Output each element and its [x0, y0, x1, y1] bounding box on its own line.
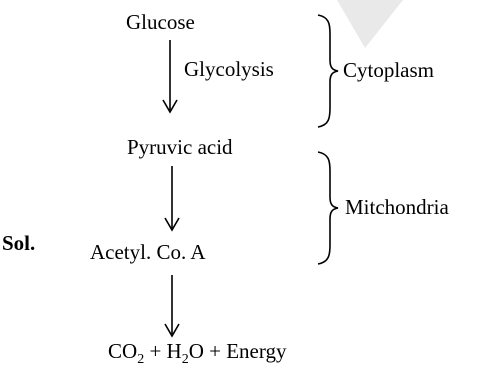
- watermark-triangle: [337, 0, 403, 48]
- brace-mitochondria: [317, 151, 339, 265]
- pyruvic-acid-label: Pyruvic acid: [127, 135, 233, 159]
- arrow-glucose-to-pyruvic: [162, 40, 178, 114]
- products-equation: CO2 + H2O + Energy: [108, 341, 286, 367]
- brace-cytoplasm: [317, 14, 339, 128]
- solution-label: Sol.: [2, 231, 36, 255]
- mitochondria-label: Mitchondria: [345, 195, 449, 219]
- acetyl-coa-label: Acetyl. Co. A: [90, 240, 206, 264]
- co2-subscript: 2: [137, 352, 145, 367]
- water-subscript: 2: [181, 352, 189, 367]
- water-prefix: + H: [144, 339, 182, 363]
- glucose-label: Glucose: [126, 10, 195, 34]
- glycolysis-label: Glycolysis: [184, 57, 274, 81]
- arrow-acetyl-to-products: [164, 275, 180, 338]
- cytoplasm-label: Cytoplasm: [343, 58, 435, 82]
- co2-base: CO: [108, 339, 138, 363]
- arrow-pyruvic-to-acetyl: [164, 166, 180, 232]
- water-and-energy: O + Energy: [188, 339, 287, 363]
